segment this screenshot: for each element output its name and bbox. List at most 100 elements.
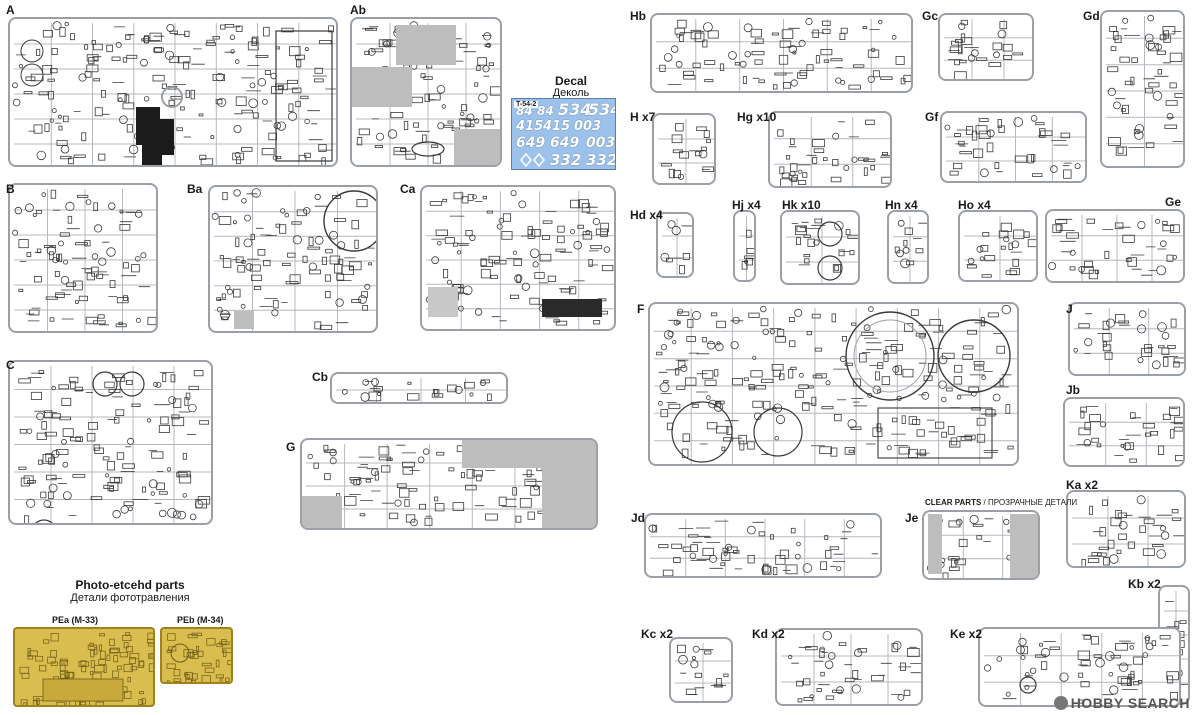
sprue-frame-ca bbox=[420, 185, 616, 331]
sprue-label-ke: Ke x2 bbox=[950, 627, 983, 641]
clear-parts-caption: CLEAR PARTS / ПРОЗРАЧНЫЕ ДЕТАЛИ bbox=[925, 498, 1077, 507]
sprue-frame-j bbox=[1068, 302, 1186, 376]
sprue-parts bbox=[739, 216, 754, 280]
sprue-label-hk: Hk x10 bbox=[782, 198, 821, 212]
sprue-label-ka: Ka x2 bbox=[1066, 478, 1099, 492]
sprue-label-hd: Hd x4 bbox=[630, 208, 663, 222]
decal-marking: 84 bbox=[516, 104, 533, 118]
pe-fret-label: PEb (M-34) bbox=[177, 615, 224, 625]
pe-fret-parts bbox=[19, 631, 153, 705]
sprue-label-je: Je bbox=[905, 511, 919, 525]
sprue-label-gd: Gd bbox=[1083, 9, 1100, 23]
sprue-parts bbox=[675, 643, 731, 701]
pe-fret-parts bbox=[166, 632, 231, 682]
pe-fret-peb bbox=[160, 627, 233, 684]
sprue-label-h: H x7 bbox=[630, 110, 656, 124]
sprue-label-jb: Jb bbox=[1066, 383, 1081, 397]
sprue-parts bbox=[654, 304, 1017, 464]
sprue-parts bbox=[1048, 215, 1183, 281]
hobby-search-logo-icon bbox=[1053, 696, 1068, 710]
photo-etched-title: Photo-etcehd parts bbox=[75, 578, 185, 592]
sprue-parts bbox=[926, 514, 1038, 578]
sprue-frame-ge bbox=[1045, 209, 1185, 283]
sprue-parts bbox=[1072, 495, 1184, 566]
decal-title: Decal bbox=[554, 74, 588, 88]
sprue-frame-gf bbox=[940, 111, 1087, 183]
diamond-insignia-icon bbox=[520, 153, 545, 167]
sprue-parts bbox=[786, 216, 858, 283]
photo-etched-subtitle: Детали фототравления bbox=[70, 592, 190, 604]
decal-marking: 003 bbox=[586, 135, 616, 151]
sprue-label-g: G bbox=[286, 440, 296, 454]
pe-fret-pea bbox=[13, 627, 155, 707]
decal-marking: 534 bbox=[558, 100, 592, 119]
sprue-frame-cb bbox=[330, 372, 508, 404]
sprue-parts bbox=[944, 19, 1032, 79]
decal-marking: 649 bbox=[550, 135, 580, 151]
sprue-label-ba: Ba bbox=[187, 182, 203, 196]
watermark: HOBBY SEARCH bbox=[1053, 695, 1190, 711]
sprue-parts bbox=[12, 21, 336, 165]
sprue-frame-jb bbox=[1063, 397, 1185, 467]
sprue-label-ho: Ho x4 bbox=[958, 198, 991, 212]
sprue-parts bbox=[352, 21, 500, 165]
sprue-frame-ba bbox=[208, 185, 378, 333]
sprue-label-c: C bbox=[6, 358, 15, 372]
sprue-label-ab: Ab bbox=[350, 3, 366, 17]
sprue-parts bbox=[964, 216, 1036, 280]
sprue-frame-a bbox=[8, 17, 338, 167]
sprue-frame-ho bbox=[958, 210, 1038, 282]
decal-marking: 003 bbox=[574, 119, 602, 134]
sprue-label-a: A bbox=[6, 3, 15, 17]
sprue-label-kb: Kb x2 bbox=[1128, 577, 1161, 591]
clear-parts-separator: / bbox=[983, 498, 988, 507]
sprue-parts bbox=[658, 119, 714, 183]
sprue-frame-f bbox=[648, 302, 1019, 466]
sprue-parts bbox=[893, 216, 927, 282]
sprue-parts bbox=[302, 440, 596, 528]
sprue-frame-hn bbox=[887, 210, 929, 284]
sprue-parts bbox=[656, 17, 911, 91]
sprue-label-j: J bbox=[1066, 302, 1073, 316]
sprue-frame-jd bbox=[644, 513, 882, 578]
sprue-parts bbox=[983, 633, 1179, 705]
sprue-parts bbox=[648, 519, 880, 576]
sprue-frame-h bbox=[652, 113, 716, 185]
sprue-label-jd: Jd bbox=[631, 511, 646, 525]
sprue-parts bbox=[12, 189, 156, 331]
decal-marking: 415 bbox=[516, 119, 544, 134]
sprue-frame-ka bbox=[1066, 490, 1186, 568]
sprue-frame-hd bbox=[656, 212, 694, 278]
sprue-parts bbox=[14, 366, 211, 523]
sprue-label-kc: Kc x2 bbox=[641, 627, 674, 641]
sprue-parts bbox=[336, 378, 506, 402]
sprue-label-f: F bbox=[637, 302, 645, 316]
sprue-frame-kc bbox=[669, 637, 733, 703]
sprue-parts bbox=[1073, 308, 1184, 374]
decal-marking: 332 bbox=[550, 151, 582, 169]
sprue-parts bbox=[944, 115, 1085, 181]
sprue-frame-gd bbox=[1100, 10, 1185, 168]
decal-marking: 332 bbox=[586, 151, 616, 169]
sprue-frame-je bbox=[922, 510, 1040, 580]
sprue-label-ca: Ca bbox=[400, 182, 416, 196]
decal-subtitle: Деколь bbox=[552, 87, 590, 99]
sprue-parts bbox=[425, 190, 614, 329]
sprue-parts bbox=[211, 188, 376, 331]
sprue-label-hg: Hg x10 bbox=[737, 110, 777, 124]
sprue-label-hb: Hb bbox=[630, 9, 646, 23]
sprue-frame-g bbox=[300, 438, 598, 530]
decal-marking: 415 bbox=[543, 119, 571, 134]
sprue-label-hj: Hj x4 bbox=[732, 198, 761, 212]
sprue-frame-hb bbox=[650, 13, 913, 93]
decal-marking: 84 bbox=[537, 104, 554, 118]
clear-parts-label-ru: ПРОЗРАЧНЫЕ ДЕТАЛИ bbox=[987, 498, 1078, 507]
sprue-label-hn: Hn x4 bbox=[885, 198, 918, 212]
sprue-label-gf: Gf bbox=[925, 110, 939, 124]
decal-sheet: T-54-2 84 84 534 534 415 415 003 649 649… bbox=[511, 98, 616, 170]
decal-tag: T-54-2 bbox=[514, 101, 539, 108]
watermark-text: HOBBY SEARCH bbox=[1070, 695, 1190, 711]
sprue-label-b: B bbox=[6, 182, 15, 196]
sprue-frame-hj bbox=[733, 210, 756, 282]
decal-marking: 534 bbox=[588, 100, 615, 119]
